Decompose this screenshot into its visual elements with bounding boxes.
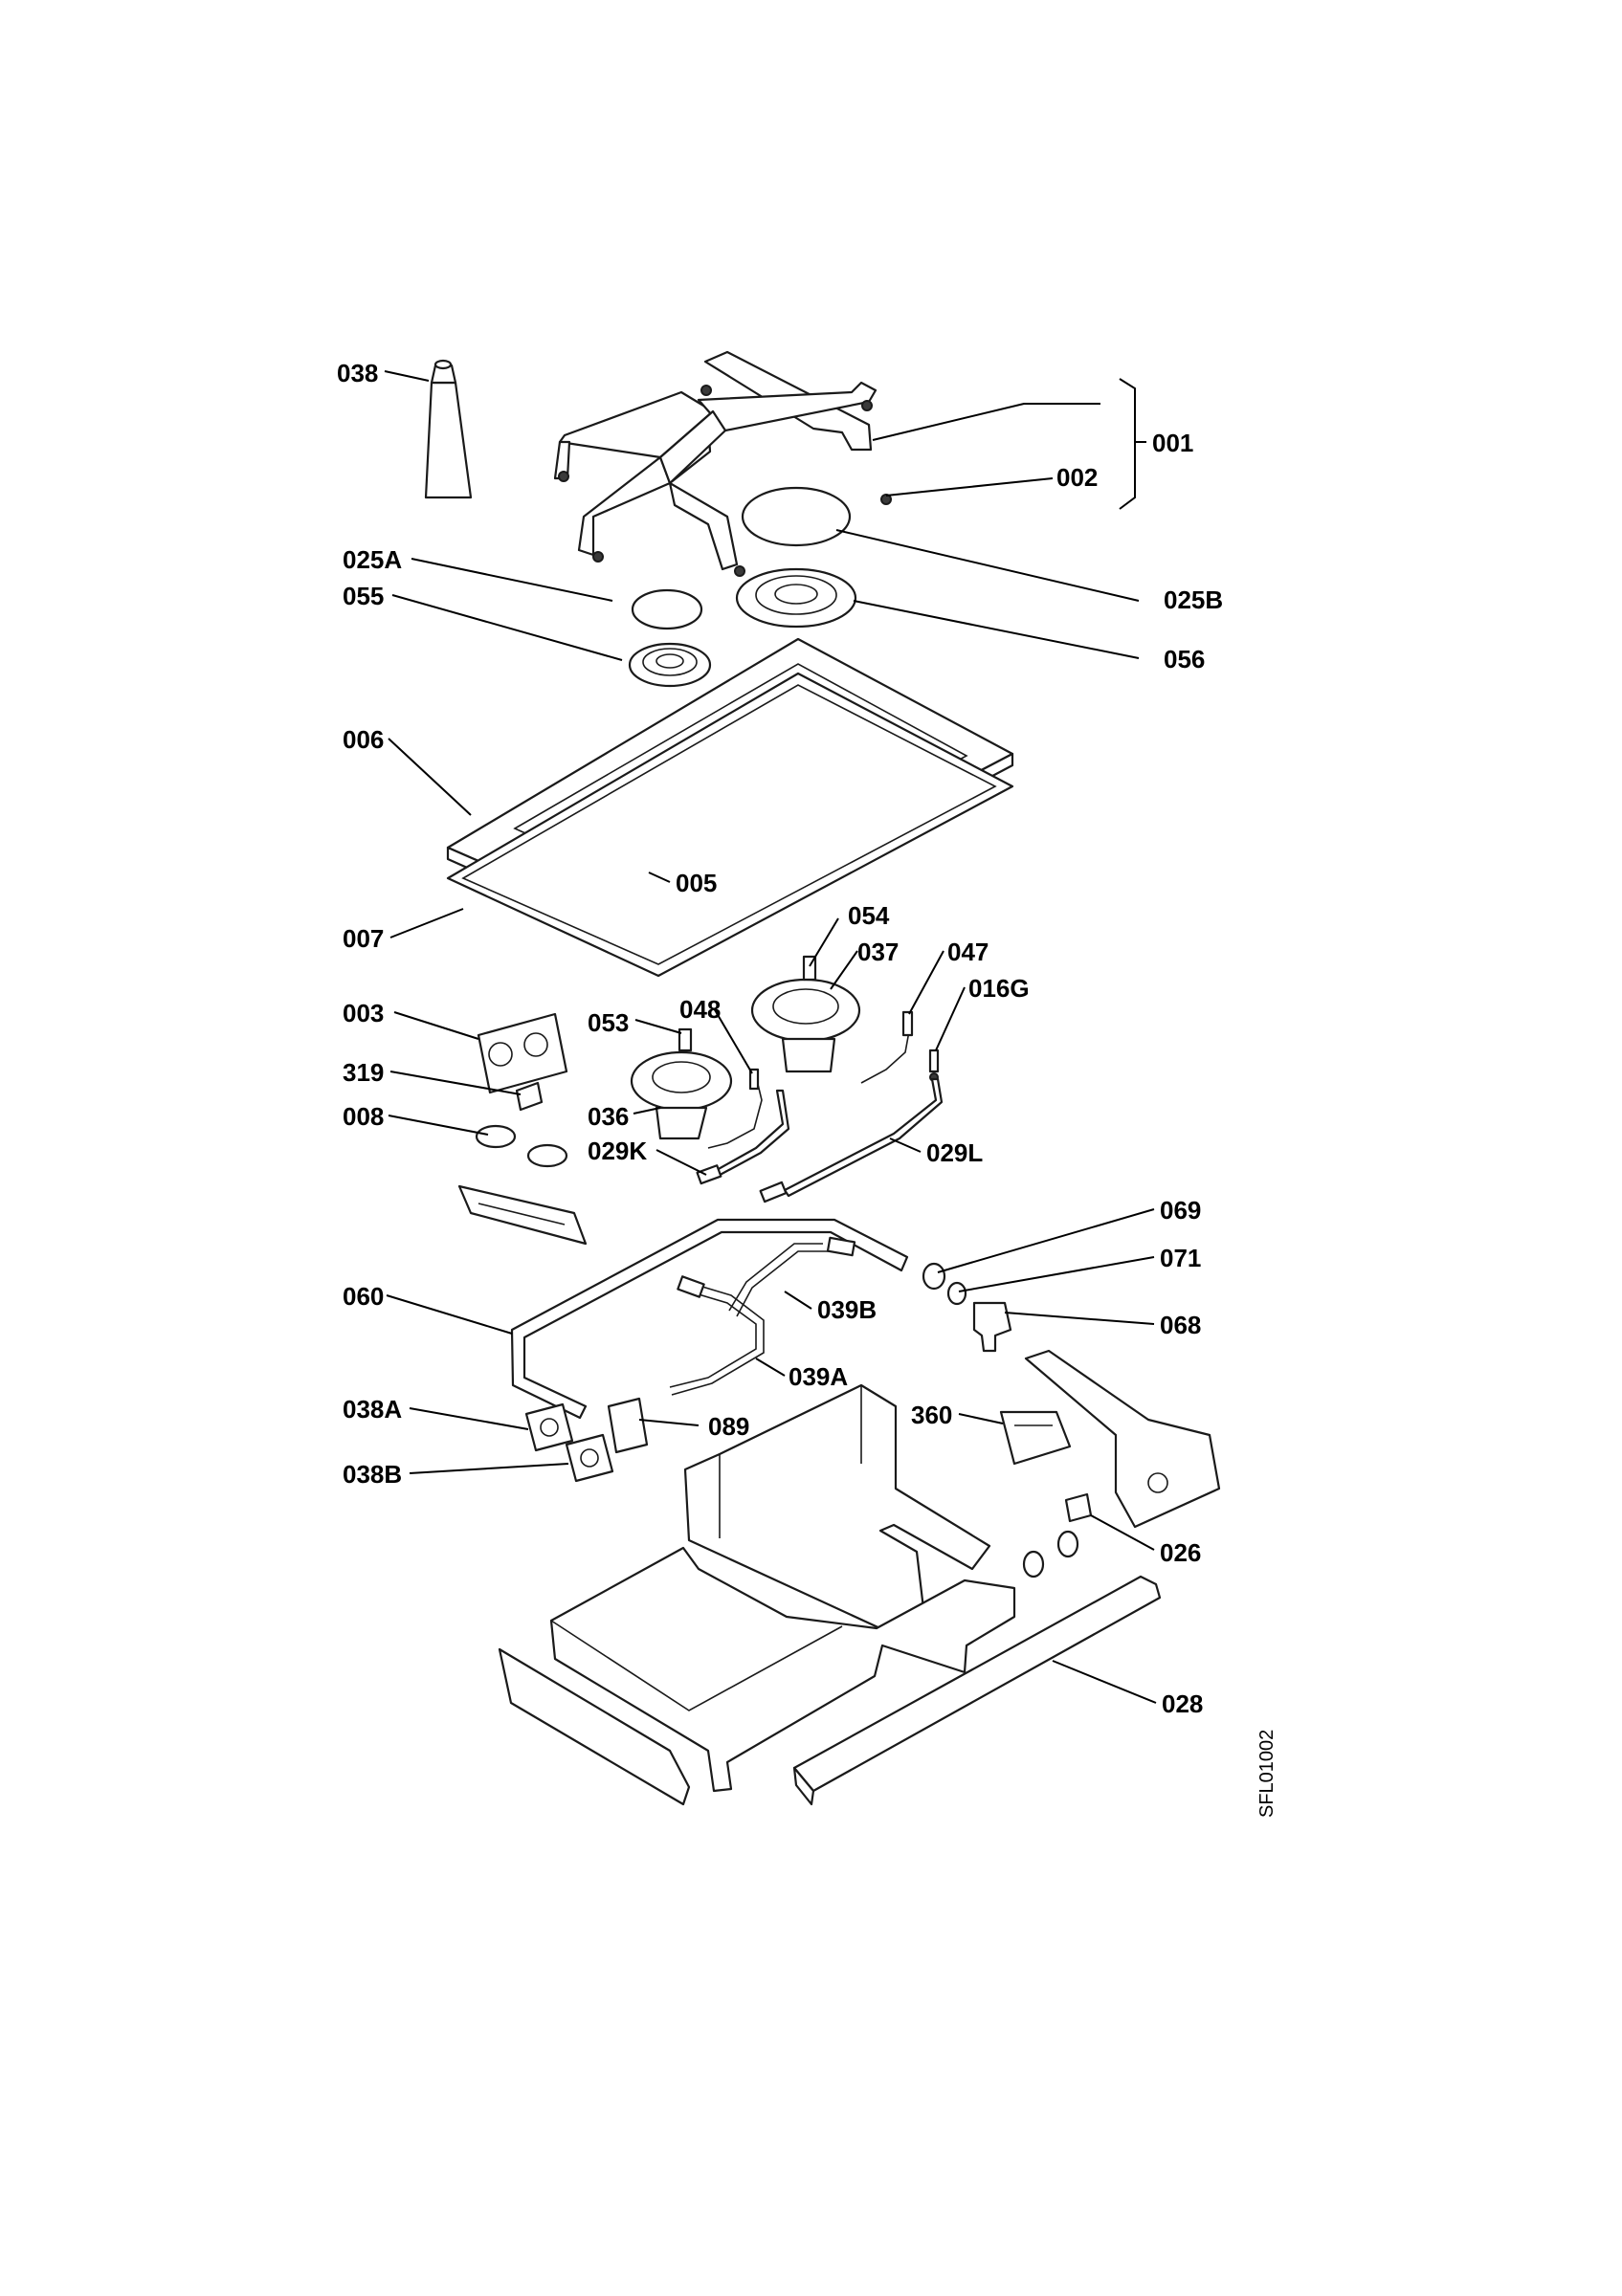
callout-026[interactable]: 026 [1160,1538,1201,1567]
callout-008[interactable]: 008 [343,1102,384,1131]
part-037-large-burner-base[interactable] [750,978,861,1073]
callout-048[interactable]: 048 [679,995,721,1024]
callout-036[interactable]: 036 [588,1102,629,1131]
part-071-washer[interactable] [946,1281,967,1306]
callout-006[interactable]: 006 [343,725,384,754]
callout-007[interactable]: 007 [343,924,384,953]
part-089-tap-bracket[interactable] [607,1397,649,1454]
callout-025A[interactable]: 025A [343,545,402,574]
part-003-knob-holder[interactable] [477,1012,568,1094]
part-main-casing[interactable] [498,1546,1016,1806]
callout-labels: 038 001 002 025A 055 025B 056 006 005 00… [337,359,1223,1718]
part-008-ignition-switch[interactable] [457,1124,588,1246]
callout-319[interactable]: 319 [343,1058,384,1087]
callout-089[interactable]: 089 [708,1412,749,1441]
callout-002[interactable]: 002 [1056,463,1098,492]
part-026-gland[interactable] [1022,1492,1093,1578]
part-028-rail[interactable] [792,1575,1162,1806]
part-360-terminal-block[interactable] [999,1410,1072,1466]
part-038-grease-tube[interactable] [424,359,473,499]
callout-055[interactable]: 055 [343,582,384,610]
part-025B-large-burner-cap[interactable] [741,486,852,547]
part-319-clip[interactable] [515,1081,544,1112]
callout-037[interactable]: 037 [857,938,899,966]
drawing-reference-code: SFL01002 [1256,1730,1278,1818]
part-029K-gas-pipe[interactable] [696,1089,790,1185]
callout-039A[interactable]: 039A [789,1362,848,1391]
part-048-thermocouple[interactable] [707,1068,763,1149]
part-068-elbow-connector[interactable] [972,1301,1012,1353]
part-060-gas-rail[interactable] [510,1218,909,1420]
part-038A-gas-tap[interactable] [524,1402,574,1452]
callout-001[interactable]: 001 [1152,429,1193,457]
callout-005[interactable]: 005 [676,869,717,897]
part-055-small-burner-crown[interactable] [628,642,712,688]
callout-029K[interactable]: 029K [588,1137,647,1165]
leader-lines [384,370,1157,1704]
callout-025B[interactable]: 025B [1164,585,1223,614]
part-001-pan-support[interactable] [553,350,892,577]
callout-038B[interactable]: 038B [343,1460,402,1489]
callout-056[interactable]: 056 [1164,645,1205,673]
callout-060[interactable]: 060 [343,1282,384,1311]
part-038B-gas-tap[interactable] [565,1433,614,1483]
callout-054[interactable]: 054 [848,901,890,930]
callout-016G[interactable]: 016G [968,974,1030,1003]
part-056-large-burner-crown[interactable] [735,567,857,629]
callout-071[interactable]: 071 [1160,1244,1201,1272]
callout-029L[interactable]: 029L [926,1138,983,1167]
callout-038A[interactable]: 038A [343,1395,402,1424]
part-039A-pipe[interactable] [728,1236,856,1317]
part-053-injector[interactable] [678,1027,693,1052]
callout-047[interactable]: 047 [947,938,989,966]
part-036-small-burner-base[interactable] [630,1050,733,1140]
part-029L-gas-pipe[interactable] [759,1077,944,1203]
part-right-bracket[interactable] [1024,1349,1221,1529]
callout-028[interactable]: 028 [1162,1689,1203,1718]
callout-068[interactable]: 068 [1160,1311,1201,1339]
part-007-hob-seal[interactable] [446,672,1014,978]
callout-053[interactable]: 053 [588,1008,629,1037]
callout-360[interactable]: 360 [911,1401,952,1429]
callout-038[interactable]: 038 [337,359,378,387]
callout-069[interactable]: 069 [1160,1196,1201,1225]
callout-039B[interactable]: 039B [817,1295,877,1324]
part-016G-spark-electrode[interactable] [928,1049,940,1082]
part-069-nut[interactable] [922,1262,946,1291]
part-025A-small-burner-cap[interactable] [631,588,703,630]
part-039B-pipe[interactable] [669,1275,765,1396]
part-047-thermocouple[interactable] [860,1010,914,1084]
callout-003[interactable]: 003 [343,999,384,1027]
